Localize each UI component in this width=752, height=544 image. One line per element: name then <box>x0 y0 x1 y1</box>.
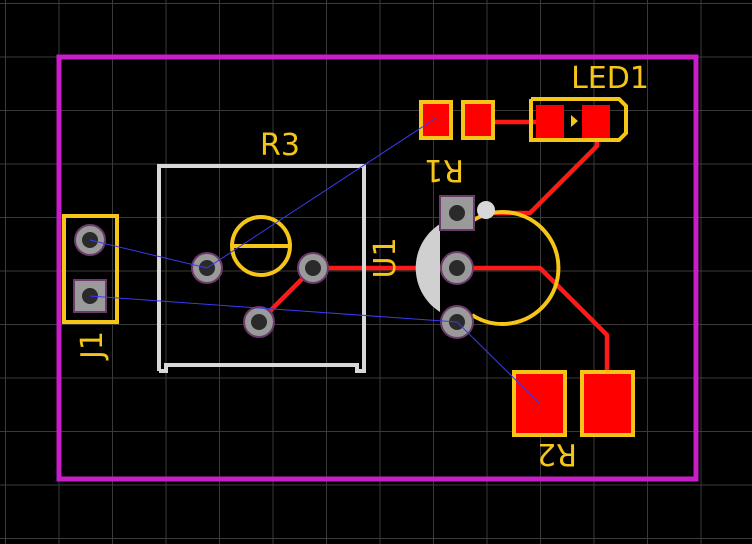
led1-pad-2[interactable] <box>582 105 610 138</box>
r1-pad-2[interactable] <box>461 100 495 140</box>
led1-ref-label: LED1 <box>571 61 649 96</box>
j1-connector[interactable]: J1 <box>62 214 119 361</box>
r3-pad-3-hole <box>251 314 267 330</box>
u1-pad-2-hole <box>449 260 465 276</box>
r2-pad-2[interactable] <box>580 370 635 437</box>
ratsnest <box>89 117 541 405</box>
r1-pad-1[interactable] <box>419 100 453 140</box>
j1-ref-label: J1 <box>75 331 110 361</box>
led1[interactable]: LED1 <box>529 61 649 142</box>
ratsnest-j1-r3 <box>89 239 208 269</box>
ratsnest-u1-r2 <box>456 321 541 405</box>
j1-outline <box>62 214 119 324</box>
r3-pad-2-hole <box>305 260 321 276</box>
ratsnest-j1-u1 <box>89 295 458 323</box>
u1-pin1-marker <box>477 201 495 219</box>
r3-potentiometer[interactable]: R3 <box>157 128 366 373</box>
r3-ref-label: R3 <box>260 128 300 163</box>
r3-knob-circle <box>230 215 292 277</box>
led1-pad-1[interactable] <box>536 105 564 138</box>
u1-ref-label: U1 <box>368 237 403 278</box>
led1-polarity-marker <box>571 115 578 127</box>
r3-body-outline <box>157 164 366 373</box>
u1-outline <box>470 210 561 326</box>
u1-pad-1-hole <box>449 205 465 221</box>
board-outline <box>56 54 699 482</box>
r2-ref-label: R2 <box>537 436 577 471</box>
r2-resistor[interactable]: R2 <box>512 370 635 471</box>
trace-u1-r2 <box>454 265 610 395</box>
ratsnest-r1-r3 <box>206 117 437 269</box>
r1-ref-label: R1 <box>424 152 464 187</box>
u1-body-shape <box>415 224 440 312</box>
led1-outline <box>529 97 628 142</box>
r1-resistor[interactable]: R1 <box>419 100 495 187</box>
